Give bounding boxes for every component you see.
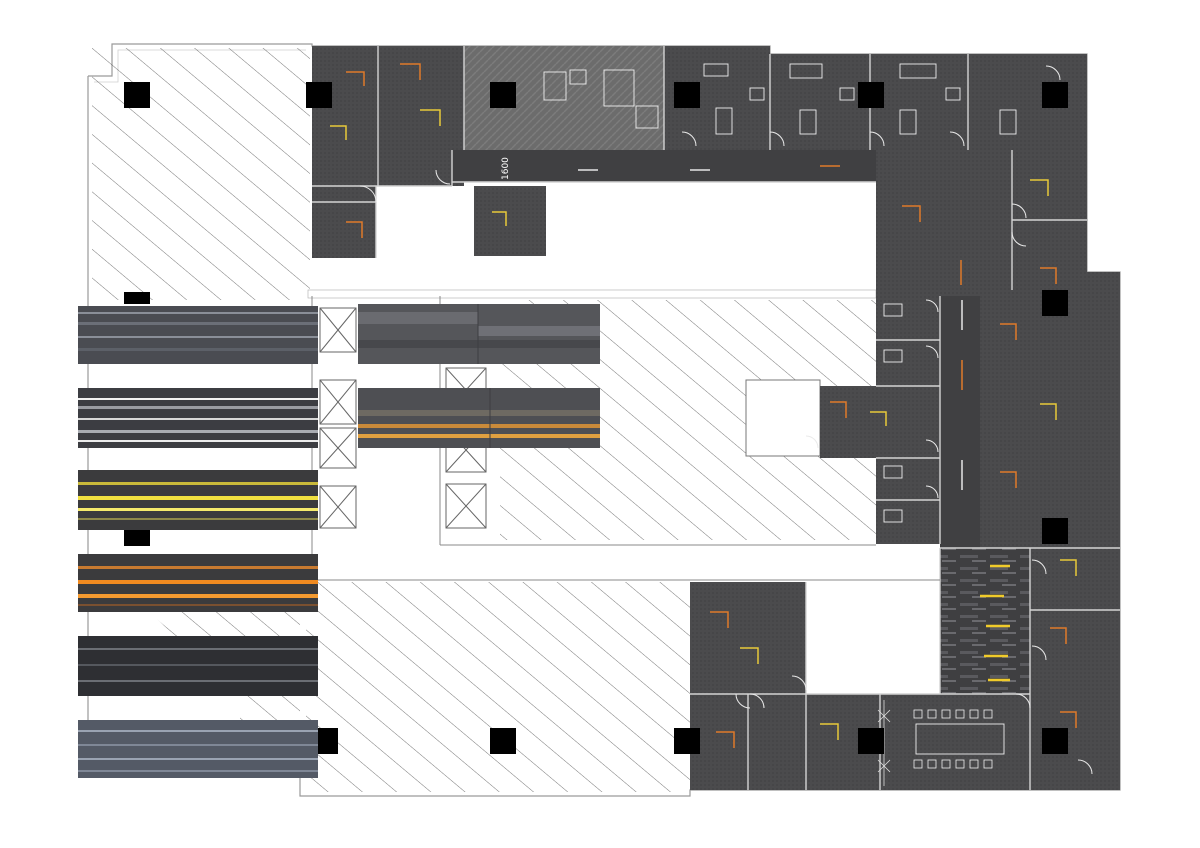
- breakout-zone: [940, 548, 1030, 694]
- breakout-accents: [980, 564, 1010, 682]
- office-top-6: [968, 54, 1087, 150]
- east-corridor: [940, 296, 980, 552]
- conference-chairs: [913, 709, 993, 769]
- office-southwest: [690, 582, 806, 694]
- swatch-textured-orange: [358, 388, 600, 448]
- structural-columns: [124, 82, 1068, 754]
- partitions: [312, 46, 1120, 790]
- swatch-blue-grey-stripe: [78, 720, 318, 778]
- swatch-dark-stripe: [78, 636, 318, 696]
- hatched-zone-south: [306, 582, 690, 792]
- office-top-1: [312, 46, 378, 186]
- carpet-accents: [330, 63, 1077, 748]
- office-top-5: [870, 54, 968, 150]
- swatch-textured-grey: [358, 304, 600, 364]
- office-top-2: [378, 46, 464, 186]
- east-rooms-lower: [1030, 548, 1120, 694]
- swatch-white-stripe: [78, 388, 318, 448]
- swatch-grey-stripe: [78, 306, 318, 364]
- dimension-label: 1600: [501, 157, 511, 180]
- carpet-swatches: [78, 304, 600, 778]
- door-swings: [359, 65, 1093, 775]
- office-top-4: [770, 54, 870, 150]
- swatch-yellow-stripe: [78, 470, 318, 530]
- swatch-orange-stripe: [78, 554, 318, 612]
- office-middle: [820, 386, 940, 458]
- office-entry: [312, 186, 376, 258]
- east-wing-upper: [876, 150, 1016, 296]
- core-lobby: [307, 289, 877, 299]
- atrium-void: [745, 379, 821, 457]
- furniture: [543, 63, 1017, 755]
- meeting-small: [474, 186, 546, 256]
